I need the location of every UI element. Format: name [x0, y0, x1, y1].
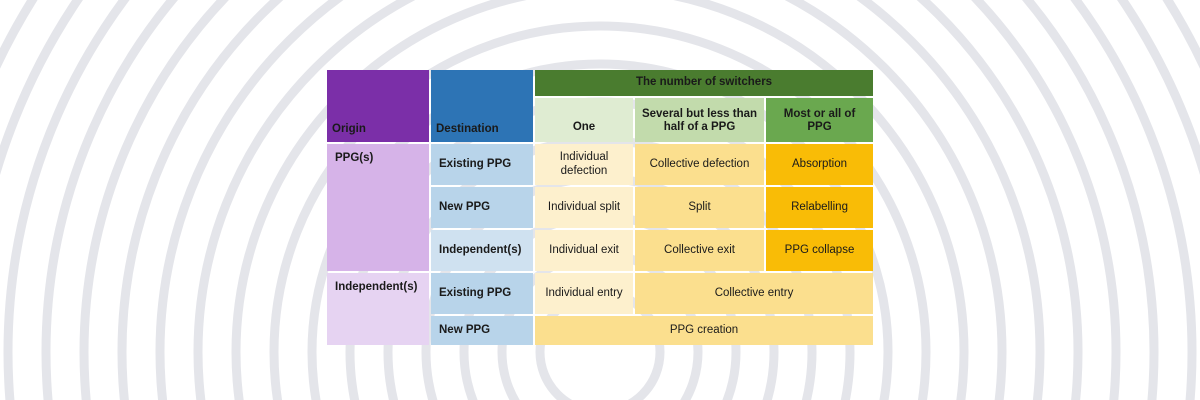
header-origin: Origin — [327, 70, 429, 142]
destination-cell: Existing PPG — [431, 273, 533, 314]
header-number-of-switchers: The number of switchers — [535, 70, 874, 96]
matrix-table: Origin Destination The number of switche… — [325, 68, 875, 347]
header-destination: Destination — [431, 70, 533, 142]
destination-cell: New PPG — [431, 187, 533, 228]
value-cell: Relabelling — [766, 187, 874, 228]
value-cell: Individual entry — [535, 273, 633, 314]
value-cell: Collective defection — [635, 144, 764, 185]
value-cell: PPG creation — [535, 316, 874, 345]
header-row-title: Origin Destination The number of switche… — [327, 70, 874, 142]
header-level-most: Most or all of PPG — [766, 98, 874, 142]
destination-cell: Existing PPG — [431, 144, 533, 185]
value-cell: PPG collapse — [766, 230, 874, 271]
table-row: PPG(s) Existing PPG Individual defection… — [327, 144, 874, 271]
value-cell: Collective entry — [635, 273, 874, 314]
table-row: Independent(s) Existing PPG Individual e… — [327, 273, 874, 345]
switching-typology-table: Origin Destination The number of switche… — [325, 68, 874, 345]
value-cell: Absorption — [766, 144, 874, 185]
header-level-one: One — [535, 98, 633, 142]
value-cell: Individual exit — [535, 230, 633, 271]
destination-cell: Independent(s) — [431, 230, 533, 271]
value-cell: Collective exit — [635, 230, 764, 271]
value-cell: Individual defection — [535, 144, 633, 185]
origin-group-independent: Independent(s) — [327, 273, 429, 345]
value-cell: Individual split — [535, 187, 633, 228]
origin-group-ppg: PPG(s) — [327, 144, 429, 271]
value-cell: Split — [635, 187, 764, 228]
header-level-several: Several but less than half of a PPG — [635, 98, 764, 142]
destination-cell: New PPG — [431, 316, 533, 345]
